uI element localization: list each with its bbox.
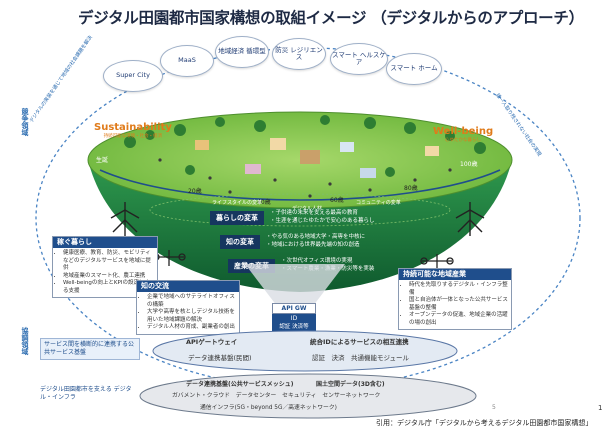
middle-disk (152, 330, 458, 372)
box-knowledge-exchange: 知の交流 企業で地域へのサテライトオフィスの構築 大学や高専を核としデジタル技術… (136, 280, 240, 335)
page-number-small: 5 (492, 404, 496, 411)
age-label-20: 20歳 (188, 188, 202, 195)
transform-row-knowledge: 知の変革 ・やる気のある地域大学・高専を中核に・地域における世界最先端の知の創造 (220, 234, 365, 249)
age-label-birth: 生誕 (96, 157, 109, 164)
funnel (245, 264, 345, 310)
cloud-disaster-resilience: 防災 レジリエンス (272, 38, 326, 70)
cloud-smart-healthcare: スマート ヘルスケア (330, 43, 388, 75)
api-stack: API GW ID 認証 決済等 (272, 303, 316, 332)
root-icon-left (110, 202, 140, 236)
cloud-maas: MaaS (160, 45, 214, 77)
side-label-cooperative: 協調領域 (21, 327, 29, 355)
id-tag: ID (272, 314, 316, 323)
private-data-label: データ連携基盤(民間) (188, 354, 252, 362)
wellbeing-label: Well-being 心ゆたかな暮らし (433, 126, 494, 143)
page-number: 1 (598, 404, 603, 412)
sustainability-label: Sustainability 持続可能な環境・社会・経済 (94, 122, 172, 139)
ecosystem-outline (35, 47, 581, 389)
network-label: 通信インフラ(5G・beyond 5G／高速ネットワーク) (200, 405, 337, 411)
bowl-tag-lifestyle: ライフスタイルの変革 (212, 200, 263, 206)
api-gw-tag: API GW (272, 303, 316, 314)
box-sustainable-industry: 持続可能な地域産業 時代を先取りするデジタル・インフラ整備 国と自治体が一体とな… (398, 268, 512, 330)
public-mesh-label: データ連携基盤(公共サービスメッシュ) (186, 381, 294, 388)
root-icon-right (455, 202, 485, 236)
bowl-tag-digital-talent: デジタル人材 (292, 206, 322, 212)
cloud-regional-economy: 地域経済 循環型 (215, 36, 269, 68)
unified-id-label: 統合IDによるサービスの相互連携 (310, 338, 409, 346)
bowl-tag-community: コミュニティの変革 (356, 200, 401, 206)
cloud-smart-home: スマート ホーム (386, 53, 442, 85)
bottom-disk (139, 373, 477, 419)
city-bowl (87, 111, 513, 292)
age-label-40: 40歳 (257, 199, 271, 206)
drone-icon-right (420, 254, 454, 270)
cloud-super-city: Super City (103, 60, 163, 92)
age-label-80: 80歳 (404, 185, 418, 192)
land-data-label: 国土空間データ(3D含む) (316, 381, 385, 388)
auth-tag: 認証 決済等 (272, 323, 316, 332)
page-title: デジタル田園都市国家構想の取組イメージ （デジタルからのアプローチ） (78, 9, 584, 27)
citation: 引用：デジタル庁「デジタルから考えるデジタル田園都市国家構想」 (376, 419, 593, 427)
infra-tag: デジタル田園都市を支える デジタル・インフラ (40, 386, 132, 401)
api-gateway-label: APIゲートウェイ (186, 338, 238, 346)
age-label-100: 100歳 (460, 161, 478, 168)
age-label-60: 60歳 (330, 197, 344, 204)
side-label-competitive: 競争領域 (21, 108, 29, 136)
public-service-tag: サービス間を横断的に連携する公共サービス基盤 (40, 338, 140, 360)
auth-module-label: 認証 決済 共通機能モジュール (312, 354, 410, 362)
transform-row-life: 暮らしの変革 ・子供達の未来を支える最高の教育・生涯を通じたゆたかで安心のある暮… (210, 210, 375, 225)
cloud-infra-label: ガバメント・クラウド データセンター セキュリティ センサーネットワーク (172, 393, 381, 399)
